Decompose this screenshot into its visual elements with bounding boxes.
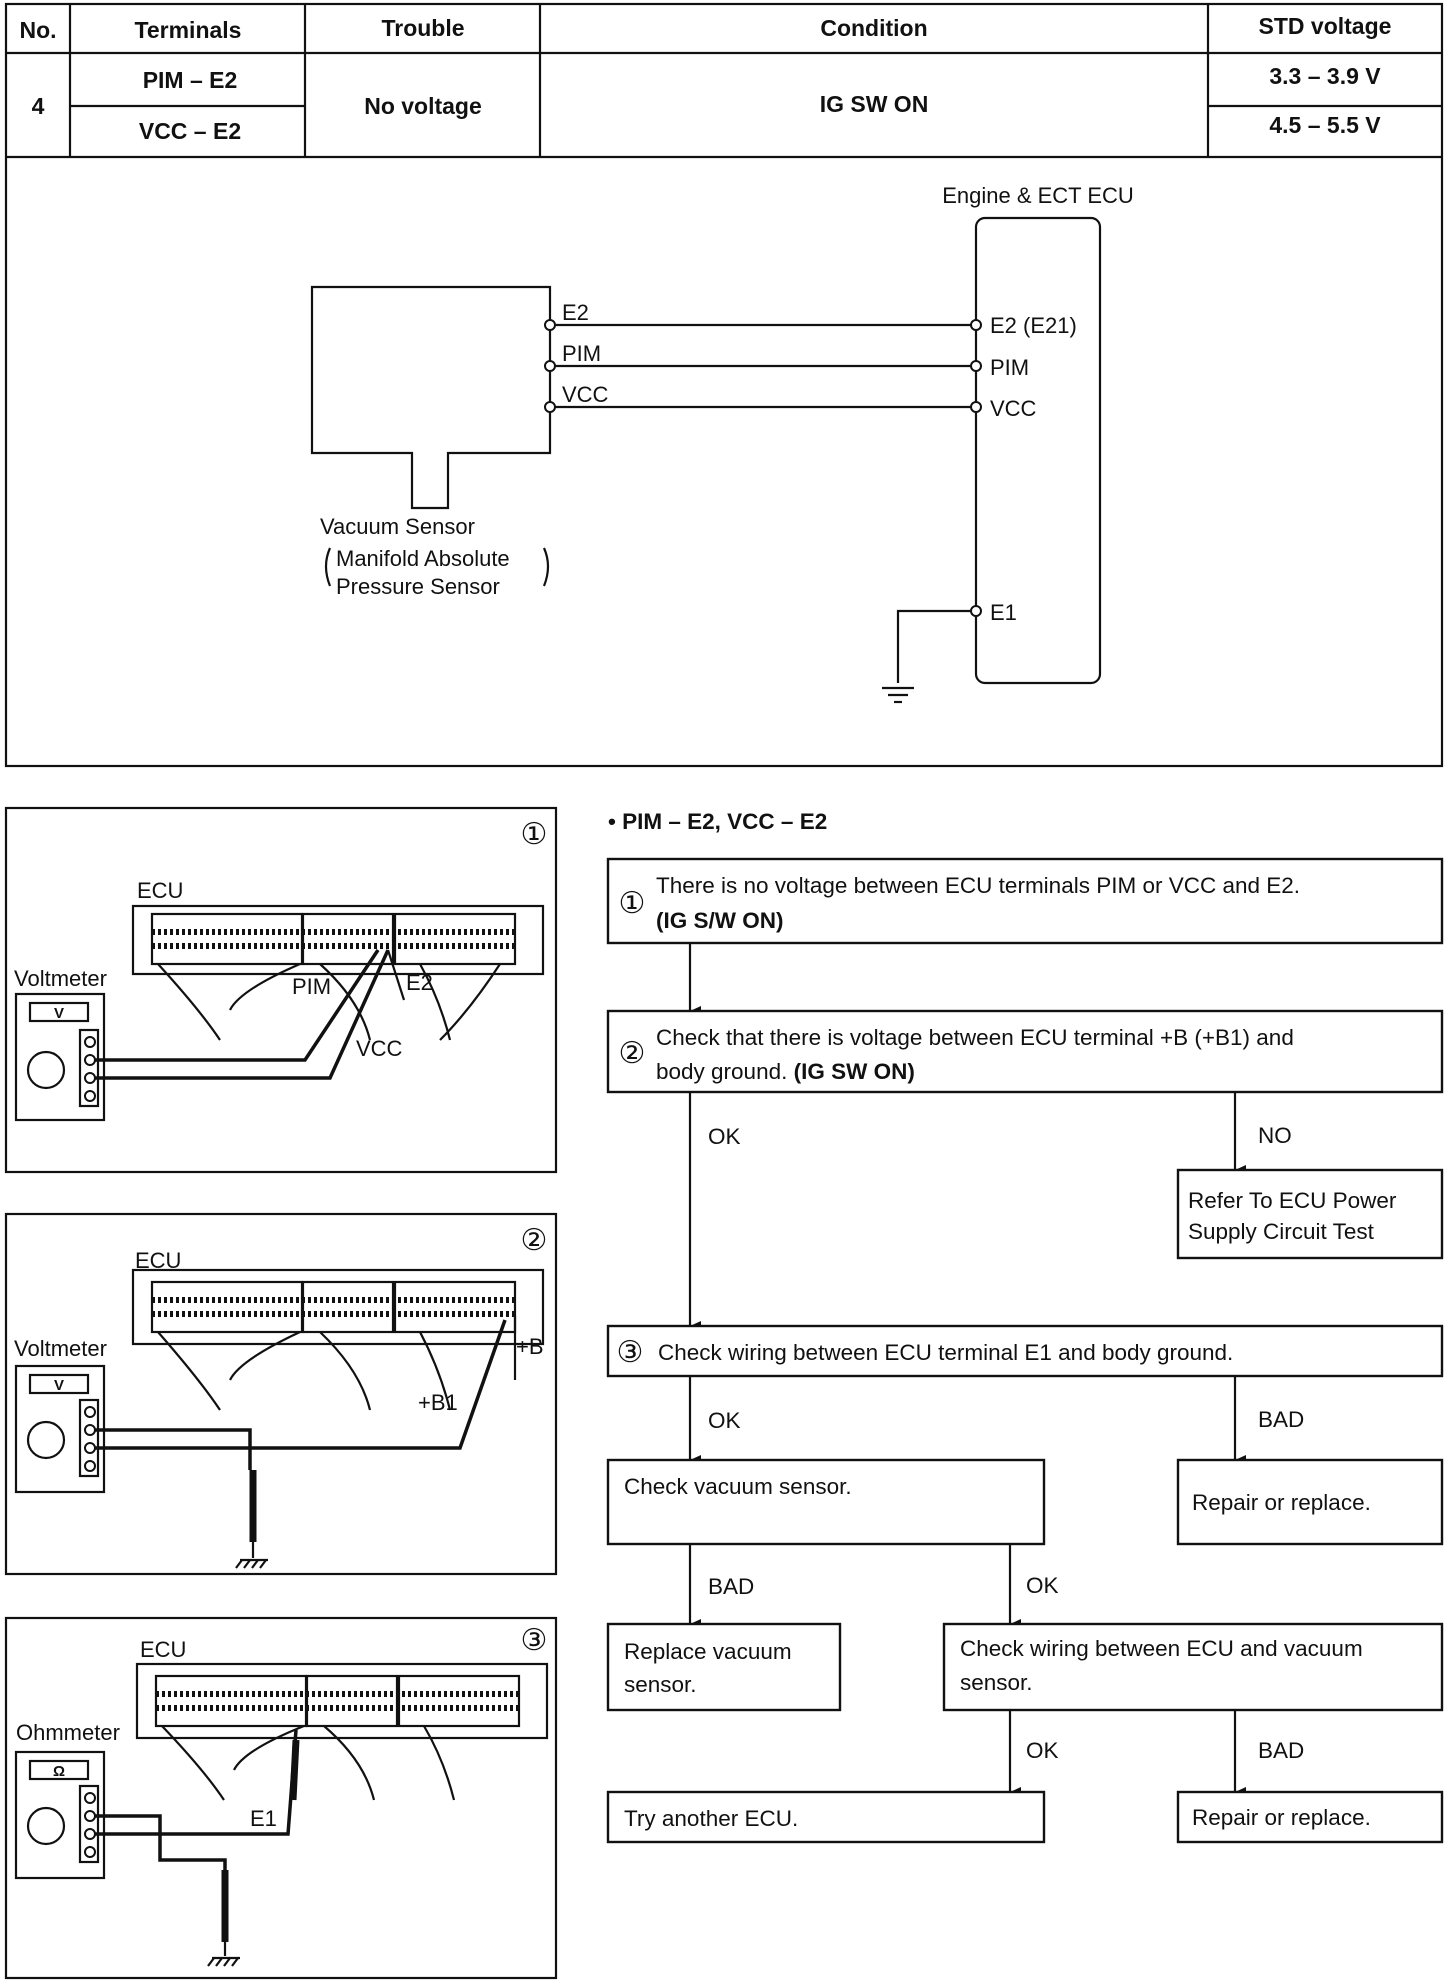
meter-label-3: Ohmmeter [16,1720,120,1745]
probe-label-vcc: VCC [356,1036,403,1061]
check-wiring-text-2: sensor. [960,1670,1033,1695]
header-trouble: Trouble [381,15,464,41]
bad-label-2: BAD [708,1574,754,1599]
illustration-2-number: ② [521,1224,548,1257]
flowchart-title: • PIM – E2, VCC – E2 [608,809,827,834]
illustration-3-number: ③ [521,1624,548,1657]
row-number: 4 [32,93,45,119]
ecu-pin-e2: E2 (E21) [990,313,1077,338]
ecu-label-1: ECU [137,878,183,903]
ok-label-1: OK [708,1124,741,1149]
ok-label-2: OK [708,1408,741,1433]
ecu-connectors-2 [150,1280,517,1411]
ecu-pin-vcc: VCC [990,396,1037,421]
illustration-3: ③ ECU Ohmmeter Ω [4,1616,558,1980]
svg-text:V: V [54,1377,64,1394]
ecu-connectors-1 [150,912,517,1041]
replace-sensor-text-2: sensor. [624,1672,697,1697]
voltmeter-icon-1: V [14,992,106,1122]
meter-label-1: Voltmeter [14,966,107,991]
terminal-pim-e2: PIM – E2 [143,67,238,93]
step2-text: Check that there is voltage between ECU … [656,1025,1294,1050]
step1-text: There is no voltage between ECU terminal… [656,873,1300,898]
ground-icon [235,1558,268,1569]
check-sensor-text: Check vacuum sensor. [624,1474,852,1499]
sensor-desc-2: Pressure Sensor [336,574,500,599]
terminal-vcc-e2: VCC – E2 [139,118,241,144]
header-condition: Condition [820,15,927,41]
svg-text:V: V [54,1005,64,1022]
sensor-desc-1: Manifold Absolute [336,546,510,571]
ok-label-3: OK [1026,1573,1059,1598]
step3-text: Check wiring between ECU terminal E1 and… [658,1340,1233,1365]
voltmeter-icon-2: V [14,1364,106,1494]
ok-label-4: OK [1026,1738,1059,1763]
step3-number: ③ [617,1336,644,1369]
repair-text-1: Repair or replace. [1192,1490,1371,1515]
bad-label-3: BAD [1258,1738,1304,1763]
try-ecu-text: Try another ECU. [624,1806,798,1831]
probe-label-e1: E1 [250,1806,277,1831]
meter-label-2: Voltmeter [14,1336,107,1361]
illustration-1-number: ① [521,818,548,851]
header-terminals: Terminals [135,17,242,43]
step1-number: ① [619,887,646,920]
repair-text-2: Repair or replace. [1192,1805,1371,1830]
header-std-voltage: STD voltage [1259,13,1392,39]
ecu-connectors-3 [154,1674,521,1801]
header-no: No. [19,17,56,43]
probe-label-plus-b1: +B1 [418,1390,458,1415]
svg-text:Ω: Ω [53,1763,65,1780]
replace-sensor-text-1: Replace vacuum [624,1639,792,1664]
sensor-pin-vcc: VCC [562,382,609,407]
bad-label-1: BAD [1258,1407,1304,1432]
flowchart: • PIM – E2, VCC – E2 ① There is no volta… [606,809,1444,1844]
ecu-label-2: ECU [135,1248,181,1273]
no-label-1: NO [1258,1123,1292,1148]
ground-icon [882,686,914,704]
ground-icon [207,1956,240,1967]
check-wiring-text-1: Check wiring between ECU and vacuum [960,1636,1363,1661]
ohmmeter-icon: Ω [14,1750,106,1880]
std-voltage-vcc: 4.5 – 5.5 V [1269,112,1381,138]
std-voltage-pim: 3.3 – 3.9 V [1269,63,1381,89]
step2-text-2: body ground. (IG SW ON) [656,1059,915,1084]
sensor-pin-pim: PIM [562,341,601,366]
spec-table: No. Terminals Trouble Condition STD volt… [4,2,1444,768]
vacuum-sensor-body [310,285,552,510]
ecu-pin-e1: E1 [990,600,1017,625]
sensor-name: Vacuum Sensor [320,514,475,539]
step1-condition: (IG S/W ON) [656,908,784,933]
sensor-pin-e2: E2 [562,300,589,325]
power-supply-text-2: Supply Circuit Test [1188,1219,1375,1244]
illustration-2: ② ECU Voltmeter V [4,1212,558,1576]
probe-label-pim: PIM [292,974,331,999]
probe-label-plus-b: +B [516,1334,544,1359]
step2-number: ② [619,1037,646,1070]
illustration-1: ① ECU Voltmeter V PIM E2 VCC [4,806,558,1174]
ecu-title: Engine & ECT ECU [942,183,1134,208]
ecu-pin-pim: PIM [990,355,1029,380]
probe-label-e2: E2 [406,970,433,995]
trouble-value: No voltage [364,93,482,119]
circuit-diagram: Engine & ECT ECU E2 PIM VCC E2 (E21) PIM… [310,183,1134,704]
condition-value: IG SW ON [820,91,929,117]
power-supply-text-1: Refer To ECU Power [1188,1188,1397,1213]
ecu-label-3: ECU [140,1637,186,1662]
